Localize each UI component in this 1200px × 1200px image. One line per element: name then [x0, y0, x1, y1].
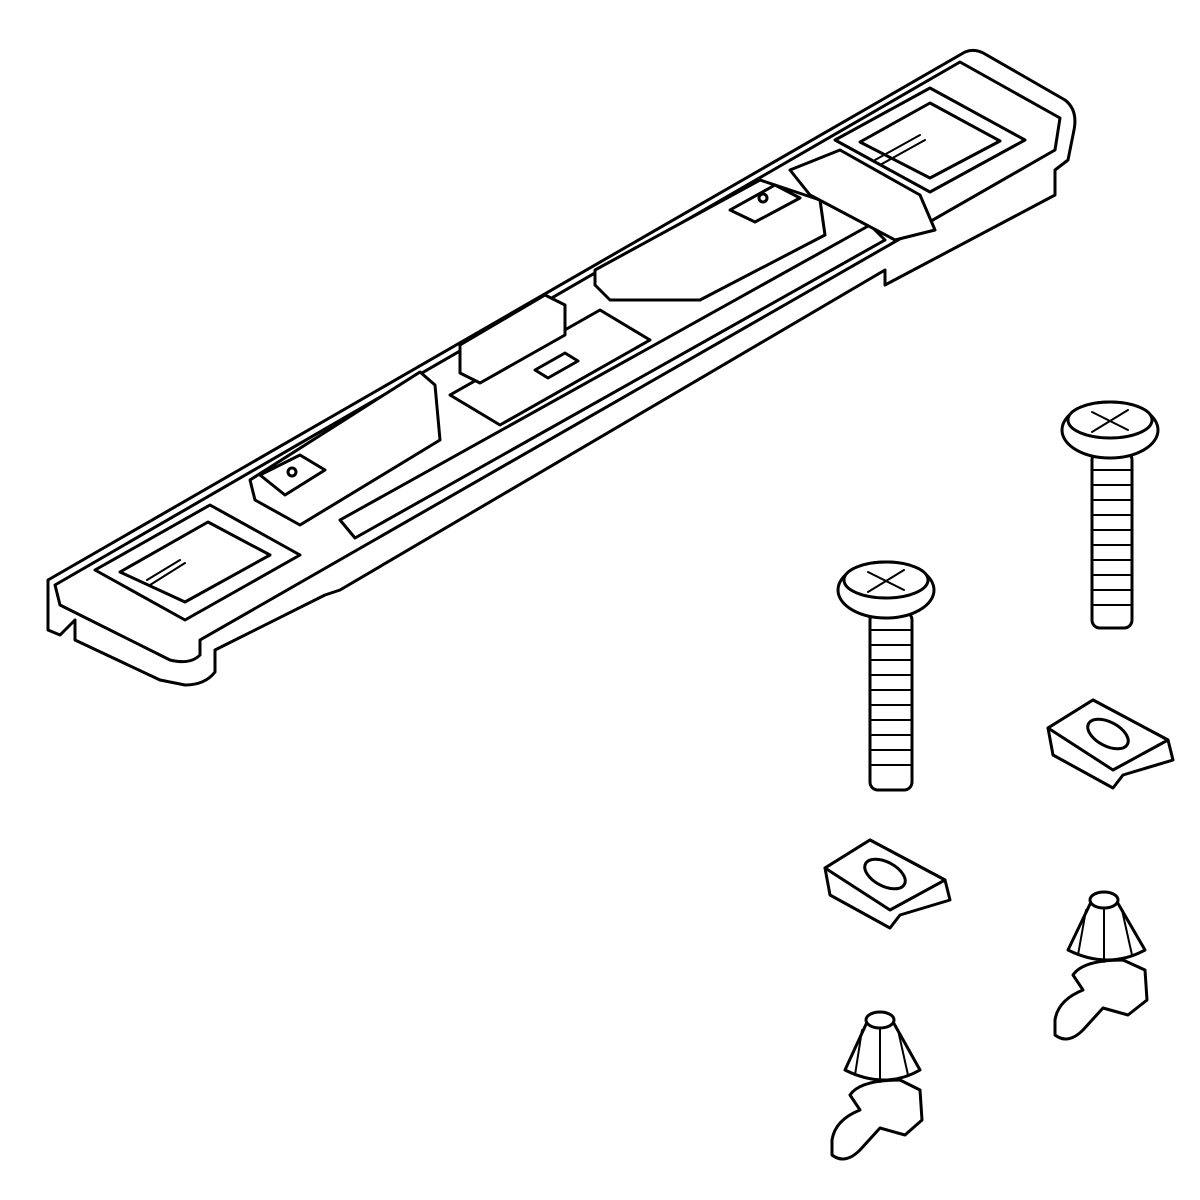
phillips-drive-icon — [1091, 409, 1129, 433]
screw-right — [1060, 400, 1160, 630]
phillips-drive-icon — [867, 569, 905, 593]
anchor-right — [1053, 890, 1149, 1041]
clip-nut-right — [1046, 698, 1175, 790]
mounting-bracket — [46, 48, 1077, 687]
screw-left — [836, 560, 936, 792]
clip-nut-left — [823, 838, 952, 930]
screw-threads — [871, 629, 911, 766]
anchor-left — [830, 1010, 924, 1161]
